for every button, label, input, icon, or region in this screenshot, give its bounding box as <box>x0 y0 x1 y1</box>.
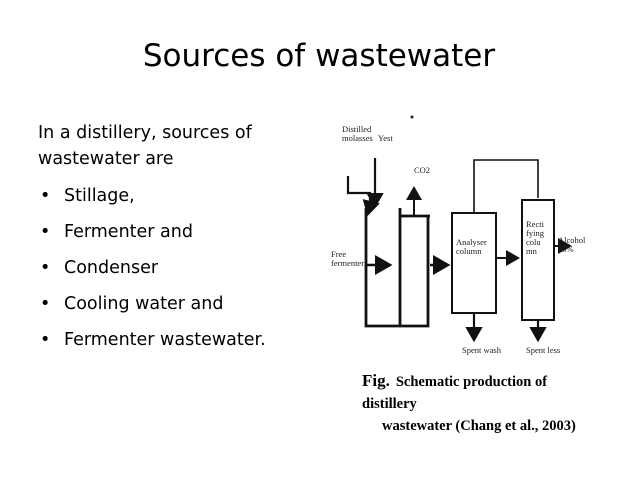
bullet-marker: • <box>40 258 51 278</box>
analyser-column-box <box>451 212 497 314</box>
fermenter-outer-wall <box>400 216 430 328</box>
bullet-item-stillage: • Stillage, <box>38 185 266 221</box>
figure-caption: Fig.Schematic production of distillery w… <box>362 370 592 437</box>
label-free-fermenter: Free fermenter <box>331 249 365 268</box>
process-diagram <box>346 115 572 343</box>
molasses-inlet-line <box>346 176 372 208</box>
fermenter-left-wall <box>364 208 400 328</box>
bullet-text: Cooling water and <box>64 294 224 314</box>
bullet-list: • Stillage, • Fermenter and • Condenser … <box>38 185 266 365</box>
caption-text-1: Schematic production of distillery <box>362 374 548 412</box>
bullet-marker: • <box>40 294 51 314</box>
label-spent-less: Spent less <box>526 345 561 355</box>
bullet-item-condenser: • Condenser <box>38 257 266 293</box>
label-analyser-column: Analyser column <box>456 237 487 256</box>
label-distilled-molasses: Distilled molasses <box>342 124 373 143</box>
molasses-inlet-arrow <box>362 199 380 217</box>
bullet-text: Fermenter and <box>64 222 193 242</box>
intro-text: In a distillery, sources of wastewater a… <box>38 123 252 169</box>
label-spent-wash: Spent wash <box>462 345 501 355</box>
caption-line-1: Fig.Schematic production of distillery <box>362 370 592 415</box>
dot-mark <box>410 115 414 119</box>
rectifying-column-box <box>521 199 555 321</box>
vapour-loop-line <box>473 159 539 213</box>
bullet-marker: • <box>40 186 51 206</box>
bullet-item-cooling-water: • Cooling water and <box>38 293 266 329</box>
bullet-marker: • <box>40 222 51 242</box>
distillery-process-figure: Distilled molasses Yest CO2 Free ferment… <box>330 108 590 434</box>
label-co2: CO2 <box>414 165 431 175</box>
bullet-text: Stillage, <box>64 186 135 206</box>
label-yeast: Yest <box>378 133 393 143</box>
slide-title: Sources of wastewater <box>142 38 496 74</box>
bullet-text: Condenser <box>64 258 159 278</box>
caption-fig-label: Fig. <box>362 371 390 390</box>
label-rectifying-column: Recti fying colu mn <box>526 219 544 256</box>
label-alcohol: Alcohol 55% <box>558 235 586 254</box>
bullet-text: Fermenter wastewater. <box>64 330 266 350</box>
caption-line-2: wastewater (Chang et al., 2003) <box>382 418 576 434</box>
bullet-marker: • <box>40 330 51 350</box>
bullet-item-fermenter: • Fermenter and <box>38 221 266 257</box>
bullet-item-fermenter-wastewater: • Fermenter wastewater. <box>38 329 266 365</box>
